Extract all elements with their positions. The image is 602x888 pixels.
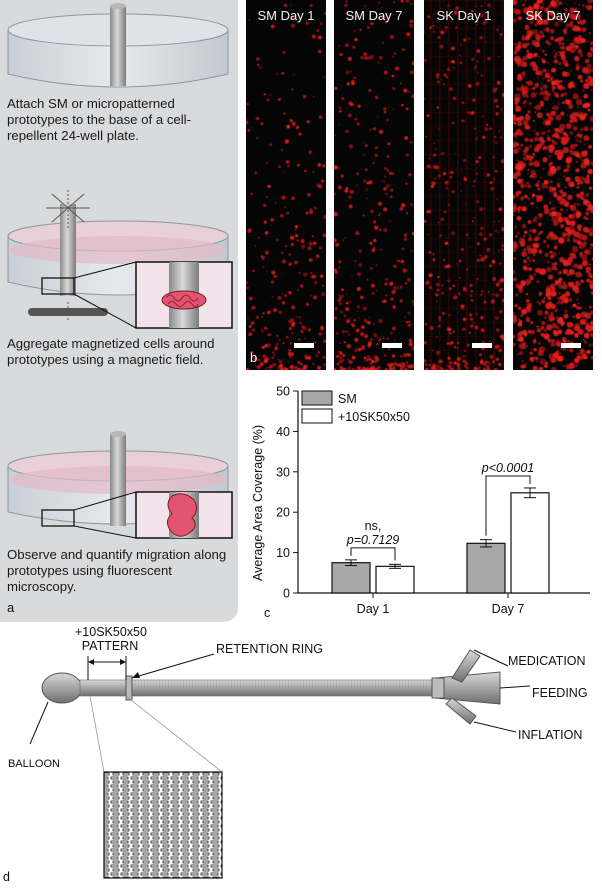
step-2-text: Aggregate magnetized cells around protot… bbox=[7, 336, 215, 367]
bar-sm-day-7 bbox=[466, 542, 506, 594]
y-tick-label: 10 bbox=[276, 546, 290, 560]
medication-label: MEDICATION bbox=[508, 654, 586, 668]
pattern-label: +10SK50x50 PATTERN bbox=[75, 625, 147, 653]
pattern-label-line2: PATTERN bbox=[81, 639, 139, 653]
y-tick-label: 0 bbox=[283, 587, 290, 601]
magnified-pattern-inset bbox=[103, 771, 223, 879]
x-tick-label: Day 7 bbox=[492, 602, 525, 616]
well-illustration-3 bbox=[7, 431, 233, 539]
micrograph-sm-day1: SM Day 1 bbox=[246, 0, 326, 370]
feeding-label: FEEDING bbox=[532, 686, 588, 700]
panel-letter-c: c bbox=[264, 606, 270, 620]
bar-sm-day-1 bbox=[331, 562, 371, 594]
chart-legend: SM +10SK50x50 bbox=[301, 390, 410, 424]
significance-label: ns, bbox=[365, 519, 382, 533]
panel-letter-d: d bbox=[3, 870, 10, 884]
migrated-cells-icon bbox=[166, 493, 198, 537]
micrograph-sk-day1: SK Day 1 bbox=[424, 0, 504, 370]
panel-d-catheter-diagram: +10SK50x50 PATTERN RETENTION RING MEDICA… bbox=[0, 625, 602, 888]
catheter-drawing bbox=[29, 649, 531, 879]
y-tick-label: 30 bbox=[276, 465, 290, 479]
micrograph-label: SM Day 7 bbox=[345, 8, 403, 23]
well-illustration-2 bbox=[7, 190, 233, 329]
micrograph-label: SK Day 7 bbox=[525, 8, 581, 23]
scale-bar bbox=[561, 343, 581, 348]
bar-sk-day-1 bbox=[375, 565, 415, 594]
bar-sk-day-7 bbox=[510, 492, 550, 594]
legend-swatch bbox=[301, 408, 333, 424]
panel-letter-a: a bbox=[7, 600, 15, 615]
y-tick-label: 40 bbox=[276, 425, 290, 439]
significance-bracket bbox=[350, 547, 396, 561]
panel-letter-b: b bbox=[250, 350, 258, 365]
chart-bars: ns,p=0.7129 p<0.0001 bbox=[331, 461, 550, 594]
retention-ring-shape bbox=[125, 675, 133, 701]
pattern-label-line1: +10SK50x50 bbox=[75, 625, 147, 639]
retention-ring-label: RETENTION RING bbox=[216, 642, 323, 656]
scale-bar bbox=[472, 343, 492, 348]
legend-label: +10SK50x50 bbox=[338, 410, 410, 424]
step-1-text: Attach SM or micropatterned prototypes t… bbox=[7, 96, 192, 143]
y-tick-label: 50 bbox=[276, 385, 290, 399]
well-illustration-1 bbox=[7, 3, 229, 88]
x-tick-label: Day 1 bbox=[357, 602, 390, 616]
micrograph-sm-day7: SM Day 7 bbox=[334, 0, 414, 370]
panel-b-micrographs: SM Day 1 SM Day 7 SK Day 1 SK Day 7 b bbox=[246, 0, 602, 370]
balloon-label: BALLOON bbox=[8, 758, 60, 770]
legend-label: SM bbox=[338, 392, 357, 406]
panel-a-schematic: Attach SM or micropatterned prototypes t… bbox=[0, 0, 238, 622]
significance-label: p<0.0001 bbox=[481, 461, 534, 475]
scale-bar bbox=[294, 343, 314, 348]
legend-swatch bbox=[301, 390, 333, 406]
significance-bracket bbox=[485, 475, 531, 536]
significance-label: p=0.7129 bbox=[346, 533, 400, 547]
micrograph-label: SK Day 1 bbox=[436, 8, 492, 23]
cell-aggregate-icon bbox=[161, 290, 207, 310]
scale-bar bbox=[382, 343, 402, 348]
step-3-text: Observe and quantify migration along pro… bbox=[7, 547, 227, 594]
y-tick-label: 20 bbox=[276, 506, 290, 520]
micrograph-sk-day7: SK Day 7 bbox=[513, 0, 593, 370]
inflation-label: INFLATION bbox=[518, 728, 583, 742]
micrograph-label: SM Day 1 bbox=[257, 8, 315, 23]
y-axis-label: Average Area Coverage (%) bbox=[251, 425, 265, 581]
balloon-shape bbox=[41, 672, 83, 704]
